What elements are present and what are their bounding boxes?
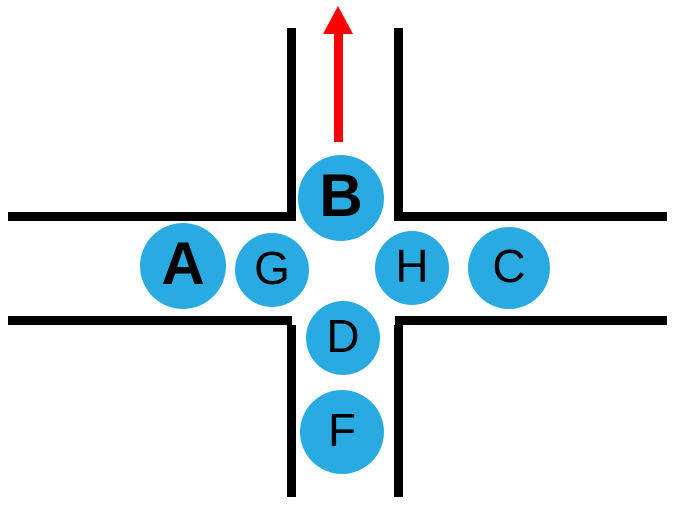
vehicle-label-G: G <box>254 242 290 294</box>
vehicle-circle-B: B <box>298 155 384 241</box>
road-line-right-vertical-bottom <box>394 325 403 497</box>
up-arrow-head-icon <box>323 6 353 34</box>
vehicle-circle-C: C <box>468 227 550 309</box>
vehicle-label-D: D <box>326 310 360 362</box>
up-arrow-shaft <box>333 30 343 142</box>
vehicle-circle-A: A <box>140 223 226 309</box>
vehicle-circle-D: D <box>306 301 380 375</box>
vehicle-circle-H: H <box>375 231 449 305</box>
road-line-left-vertical-bottom <box>287 325 296 497</box>
vehicle-circle-G: G <box>235 233 309 307</box>
vehicle-circle-F: F <box>300 390 384 474</box>
road-line-bottom-horizontal-right <box>395 316 667 325</box>
road-line-top-horizontal-left <box>8 212 292 221</box>
vehicle-label-A: A <box>161 230 205 297</box>
vehicle-label-C: C <box>492 240 526 292</box>
road-line-left-vertical-top <box>287 28 296 221</box>
road-line-bottom-horizontal-left <box>8 316 292 325</box>
road-line-right-vertical-top <box>394 28 403 221</box>
road-line-top-horizontal-right <box>395 212 667 221</box>
vehicle-label-F: F <box>327 404 357 456</box>
vehicle-label-B: B <box>319 162 363 229</box>
vehicle-label-H: H <box>395 240 429 292</box>
